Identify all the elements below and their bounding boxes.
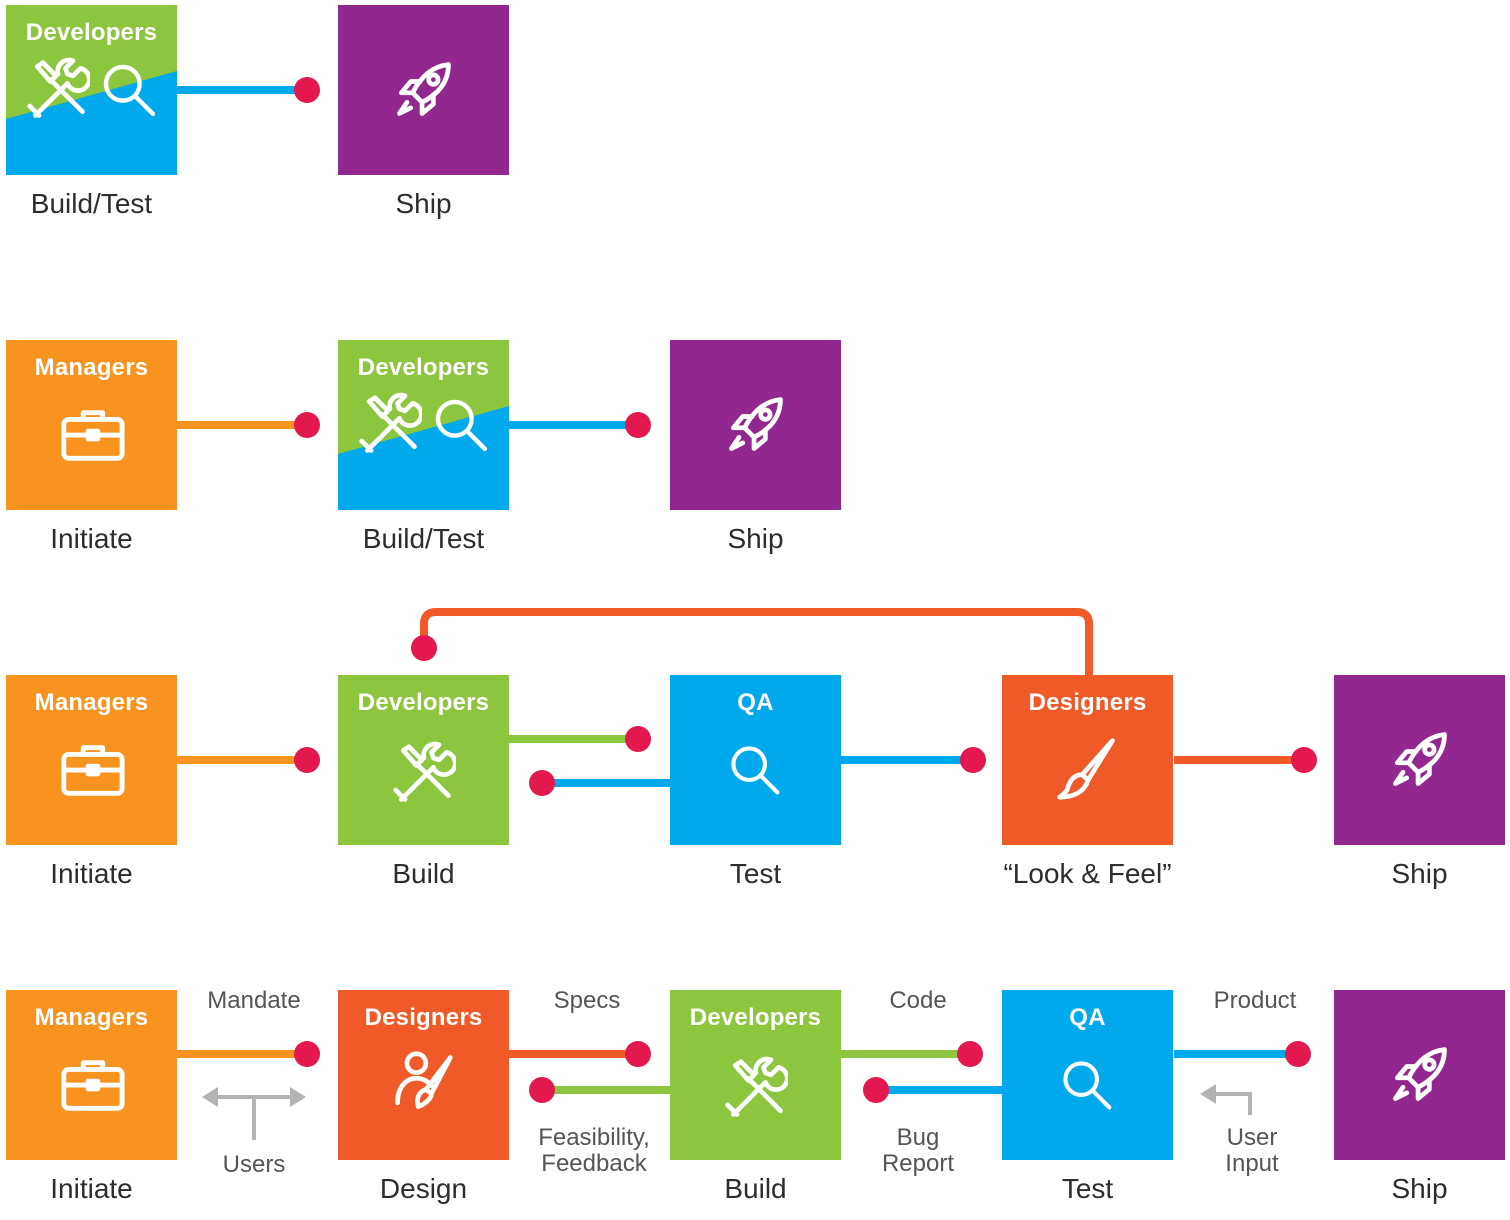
flow-label-specs: Specs bbox=[553, 987, 621, 1014]
stage-box-ship bbox=[670, 340, 841, 510]
stage-box-managers: Managers bbox=[6, 340, 177, 510]
stage-box-managers: Managers bbox=[6, 675, 177, 845]
connector-dot bbox=[1285, 1041, 1311, 1067]
connector-dot bbox=[625, 412, 651, 438]
flow-label-users: Users bbox=[222, 1151, 286, 1178]
stage-label: Initiate bbox=[50, 1173, 133, 1204]
connector-dot bbox=[294, 77, 320, 103]
connector-dot bbox=[625, 1041, 651, 1067]
connector-feedback-loop bbox=[420, 608, 1093, 675]
connector-dot bbox=[294, 747, 320, 773]
briefcase-icon bbox=[61, 1060, 125, 1111]
stage-label: Ship bbox=[1391, 858, 1448, 889]
paintbrush-icon bbox=[1057, 738, 1115, 800]
rocket-icon bbox=[1393, 1047, 1447, 1101]
stage-box-qa: QA bbox=[1002, 990, 1173, 1160]
stage-box-developers: Developers bbox=[670, 990, 841, 1160]
connector-dot bbox=[625, 726, 651, 752]
rocket-icon bbox=[729, 397, 783, 451]
arrow-right-icon bbox=[290, 1087, 306, 1107]
flow-label-mandate: Mandate bbox=[207, 987, 301, 1014]
connector-dot bbox=[960, 747, 986, 773]
flow-label-user-input: User Input bbox=[1225, 1124, 1279, 1177]
role-title: QA bbox=[737, 689, 774, 716]
connector-dot bbox=[529, 1077, 555, 1103]
stage-box-designers: Designers bbox=[338, 990, 509, 1160]
stage-box-ship bbox=[338, 5, 509, 175]
magnifier-icon bbox=[731, 746, 780, 795]
stage-box-qa: QA bbox=[670, 675, 841, 845]
magnifier-icon bbox=[1063, 1061, 1112, 1110]
stage-label: Test bbox=[1061, 1173, 1114, 1204]
connector-dot bbox=[1291, 747, 1317, 773]
rocket-icon bbox=[1393, 732, 1447, 786]
split-background bbox=[6, 5, 177, 119]
stage-box-designers: Designers bbox=[1002, 675, 1173, 845]
role-title: Designers bbox=[1028, 689, 1147, 716]
connector-dot bbox=[863, 1077, 889, 1103]
arrow-left-icon bbox=[202, 1087, 218, 1107]
user-input-arrow bbox=[1214, 1092, 1252, 1115]
stage-label: Test bbox=[729, 858, 782, 889]
role-title: Developers bbox=[25, 19, 158, 46]
role-title: Designers bbox=[364, 1004, 483, 1031]
stage-label: “Look & Feel” bbox=[1003, 858, 1172, 889]
role-title: Managers bbox=[34, 354, 149, 381]
connector-dot bbox=[529, 770, 555, 796]
stage-box-developers: Developers bbox=[338, 675, 509, 845]
role-title: Developers bbox=[357, 689, 490, 716]
connector-dot bbox=[294, 1041, 320, 1067]
stage-box-developers: Developers bbox=[6, 5, 177, 175]
stage-label: Design bbox=[379, 1173, 468, 1204]
stage-label: Build bbox=[724, 1173, 787, 1204]
role-title: QA bbox=[1069, 1004, 1106, 1031]
stage-label: Ship bbox=[727, 523, 784, 554]
flow-label-code: Code bbox=[889, 987, 947, 1014]
tools-icon bbox=[725, 1056, 788, 1117]
stage-box-managers: Managers bbox=[6, 990, 177, 1160]
stage-label: Ship bbox=[395, 188, 452, 219]
role-title: Developers bbox=[689, 1004, 822, 1031]
flow-label-product: Product bbox=[1213, 987, 1297, 1014]
role-title: Managers bbox=[34, 1004, 149, 1031]
stage-label: Ship bbox=[1391, 1173, 1448, 1204]
tools-icon bbox=[27, 57, 90, 118]
flow-label-feasibility-feedback: Feasibility, Feedback bbox=[538, 1124, 650, 1177]
arrow-left-icon bbox=[1200, 1084, 1216, 1104]
role-title: Developers bbox=[357, 354, 490, 381]
connector-dot bbox=[294, 412, 320, 438]
briefcase-icon bbox=[61, 410, 125, 461]
tools-icon bbox=[359, 392, 422, 453]
rocket-icon bbox=[397, 62, 451, 116]
stage-label: Initiate bbox=[50, 858, 133, 889]
stage-label: Build bbox=[392, 858, 455, 889]
stage-box-developers: Developers bbox=[338, 340, 509, 510]
magnifier-icon bbox=[103, 64, 156, 117]
flow-label-bug-report: Bug Report bbox=[881, 1124, 955, 1177]
stage-box-ship bbox=[1334, 990, 1505, 1160]
designer-person-icon bbox=[395, 1051, 453, 1109]
briefcase-icon bbox=[61, 745, 125, 796]
connector-dot bbox=[411, 635, 437, 661]
stage-label: Build/Test bbox=[30, 188, 153, 219]
stage-box-ship bbox=[1334, 675, 1505, 845]
split-background bbox=[338, 340, 509, 454]
magnifier-icon bbox=[435, 399, 488, 452]
stage-label: Build/Test bbox=[362, 523, 485, 554]
stage-label: Initiate bbox=[50, 523, 133, 554]
role-title: Managers bbox=[34, 689, 149, 716]
connector-dot bbox=[957, 1041, 983, 1067]
tools-icon bbox=[393, 741, 456, 802]
